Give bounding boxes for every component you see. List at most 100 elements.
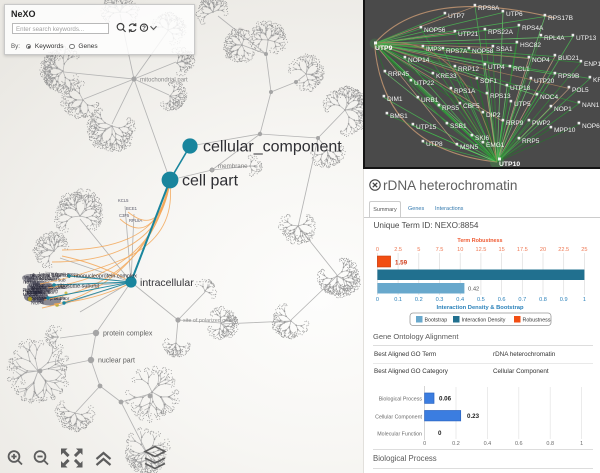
svg-text:1.59: 1.59: [395, 260, 408, 267]
svg-text:0: 0: [376, 297, 379, 303]
svg-text:10: 10: [457, 247, 463, 253]
svg-text:BUD21: BUD21: [558, 55, 579, 62]
svg-text:intracellular: intracellular: [140, 277, 194, 289]
svg-text:ribonucleoprotein complex: ribonucleoprotein complex: [74, 274, 137, 280]
svg-text:0.4: 0.4: [484, 441, 492, 447]
svg-text:mitochondrial part: mitochondrial part: [140, 78, 188, 84]
svg-text:cellular_component: cellular_component: [203, 139, 342, 156]
svg-text:UTP22: UTP22: [414, 80, 435, 87]
svg-text:?: ?: [142, 25, 146, 32]
svg-text:large subunit prec: large subunit prec: [39, 271, 76, 276]
svg-text:CBF5: CBF5: [463, 103, 480, 110]
svg-text:RPS22A: RPS22A: [488, 29, 514, 36]
svg-text:0.23: 0.23: [467, 413, 480, 420]
svg-text:RPS4A: RPS4A: [522, 25, 544, 32]
svg-text:URB1: URB1: [421, 97, 439, 104]
svg-text:UTP5: UTP5: [514, 101, 531, 108]
svg-text:RPS13: RPS13: [490, 93, 511, 100]
svg-text:POL5: POL5: [572, 87, 589, 94]
svg-text:NOP6: NOP6: [582, 123, 600, 130]
svg-text:UTP21: UTP21: [458, 31, 479, 38]
svg-text:nuclear part: nuclear part: [98, 358, 135, 365]
svg-text:12.5: 12.5: [475, 247, 486, 253]
svg-text:22.5: 22.5: [558, 247, 569, 253]
svg-text:15: 15: [498, 247, 504, 253]
svg-text:NOP58: NOP58: [472, 48, 494, 55]
svg-text:KCL5: KCL5: [118, 198, 129, 203]
svg-text:RPS7A: RPS7A: [446, 48, 468, 55]
svg-text:ribosome subunit: ribosome subunit: [58, 284, 100, 290]
svg-text:Biological Process: Biological Process: [379, 397, 423, 403]
svg-text:NSA2: NSA2: [40, 276, 52, 281]
svg-text:20: 20: [540, 247, 546, 253]
svg-text:Bootstrap: Bootstrap: [425, 318, 448, 324]
svg-text:0.9: 0.9: [560, 297, 568, 303]
svg-text:UTP15: UTP15: [416, 124, 437, 131]
svg-text:0.6: 0.6: [498, 297, 506, 303]
svg-text:EMG1: EMG1: [486, 142, 505, 149]
svg-text:KRE1: KRE1: [593, 77, 600, 84]
svg-text:7.5: 7.5: [436, 247, 444, 253]
svg-text:site of polarized growth: site of polarized growth: [183, 318, 238, 324]
svg-text:ribosomal RNA: ribosomal RNA: [30, 273, 62, 278]
svg-text:membrane: membrane: [218, 163, 248, 170]
svg-text:NOP4: NOP4: [532, 57, 550, 64]
svg-text:NOP1: NOP1: [554, 106, 572, 113]
svg-text:SSA1: SSA1: [496, 46, 513, 53]
svg-text:0.42: 0.42: [468, 287, 479, 293]
svg-text:UTP13: UTP13: [576, 35, 597, 42]
svg-text:BCE1: BCE1: [126, 206, 138, 211]
svg-text:UTP9: UTP9: [375, 45, 393, 52]
svg-text:small subunit proc: small subunit proc: [24, 274, 62, 279]
svg-text:RPS8A: RPS8A: [478, 5, 500, 12]
svg-text:KRE33: KRE33: [436, 73, 457, 80]
svg-text:Molecular Function: Molecular Function: [377, 432, 422, 438]
svg-text:Robustness: Robustness: [523, 318, 551, 324]
svg-text:UTP8: UTP8: [426, 141, 443, 148]
svg-text:RRP5: RRP5: [522, 138, 540, 145]
svg-text:RPS5: RPS5: [442, 105, 459, 112]
svg-text:2.5: 2.5: [394, 247, 402, 253]
svg-text:SOF1: SOF1: [480, 78, 497, 85]
svg-text:0.4: 0.4: [456, 297, 464, 303]
svg-text:RRP12: RRP12: [458, 66, 479, 73]
svg-text:RPL4A: RPL4A: [544, 35, 565, 42]
svg-text:RPS1A: RPS1A: [454, 88, 476, 95]
svg-text:60S ribosomal sub: 60S ribosomal sub: [28, 277, 66, 282]
svg-text:RCL1: RCL1: [513, 66, 530, 73]
svg-text:NOP14: NOP14: [408, 57, 430, 64]
svg-text:ENP1: ENP1: [584, 61, 600, 68]
svg-text:cell part: cell part: [182, 173, 239, 190]
svg-text:RRP9: RRP9: [506, 120, 524, 127]
svg-text:0.3: 0.3: [436, 297, 444, 303]
svg-text:0.2: 0.2: [452, 441, 460, 447]
svg-text:DIP2: DIP2: [486, 112, 501, 119]
svg-text:NOC4: NOC4: [540, 94, 558, 101]
svg-text:ribosome biogen: ribosome biogen: [25, 276, 59, 281]
svg-text:PWP2: PWP2: [532, 120, 551, 127]
svg-text:5: 5: [417, 247, 420, 253]
svg-text:RPL8A: RPL8A: [129, 218, 142, 223]
svg-text:NOP56: NOP56: [424, 27, 446, 34]
svg-text:C3F5: C3F5: [119, 213, 130, 218]
svg-text:Term Robustness: Term Robustness: [457, 238, 502, 244]
svg-text:0: 0: [376, 247, 379, 253]
svg-text:UTP18: UTP18: [510, 85, 531, 92]
svg-text:1: 1: [583, 297, 586, 303]
svg-text:0: 0: [423, 441, 426, 447]
svg-text:25: 25: [581, 247, 587, 253]
svg-text:RRP40: RRP40: [23, 280, 38, 285]
svg-text:IMP3: IMP3: [426, 46, 442, 53]
svg-text:UTP10: UTP10: [499, 161, 520, 167]
svg-text:17.5: 17.5: [517, 247, 528, 253]
svg-text:HSC82: HSC82: [520, 42, 541, 49]
svg-text:0.7: 0.7: [518, 297, 526, 303]
svg-text:0.5: 0.5: [477, 297, 485, 303]
svg-text:SSB1: SSB1: [450, 123, 467, 130]
svg-text:SKI6: SKI6: [475, 135, 489, 142]
svg-text:DIM1: DIM1: [387, 96, 403, 103]
svg-text:0.06: 0.06: [439, 396, 452, 403]
svg-text:0.2: 0.2: [415, 297, 423, 303]
svg-text:MSN5: MSN5: [460, 144, 478, 151]
svg-text:UTP20: UTP20: [534, 78, 555, 85]
